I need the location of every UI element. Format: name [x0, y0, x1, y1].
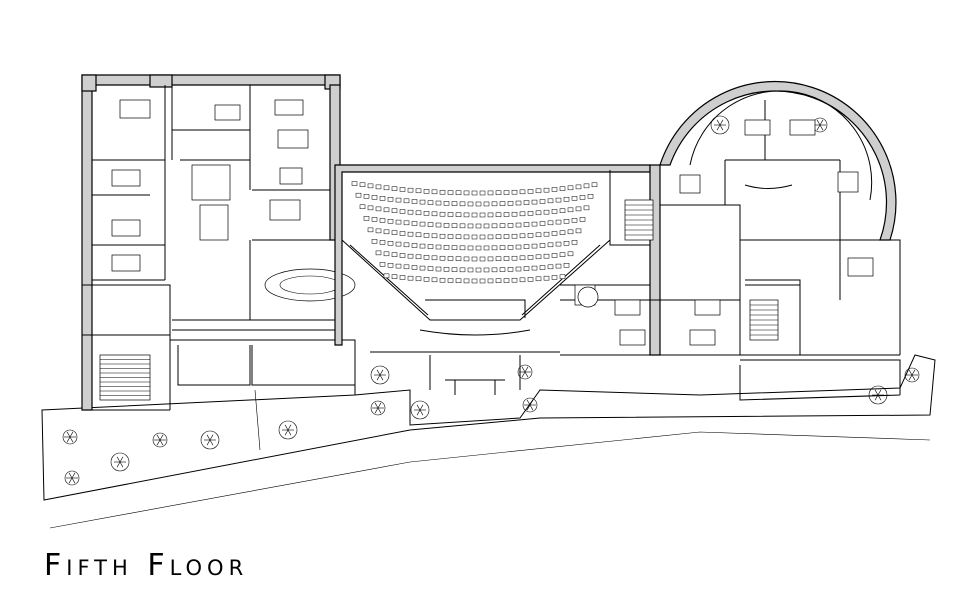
drawing-title: Fifth Floor — [44, 548, 249, 583]
left-wing — [81, 74, 356, 411]
central-offices — [560, 164, 900, 356]
entrance — [429, 355, 521, 395]
plants — [62, 115, 920, 486]
landscape-area — [41, 354, 936, 529]
rotunda-wing — [659, 80, 901, 401]
auditorium — [334, 164, 651, 353]
